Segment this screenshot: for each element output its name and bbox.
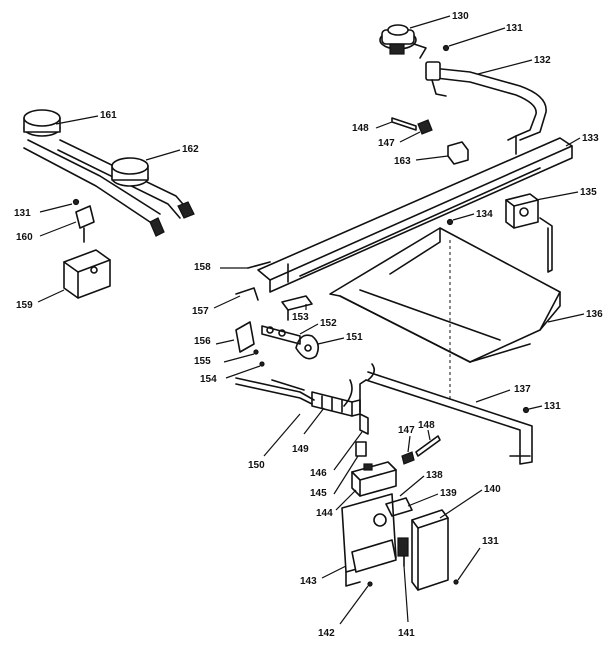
callout-130: 130: [452, 11, 469, 22]
callout-144: 144: [316, 508, 333, 519]
callout-131-a: 131: [506, 23, 523, 34]
part-148-rod-lower: [415, 435, 441, 457]
part-139-clip: [385, 497, 413, 517]
part-132-manifold: [425, 61, 547, 141]
callout-148-a: 148: [418, 420, 435, 431]
part-131-screw-d: [72, 198, 80, 206]
part-162-burner: [111, 157, 149, 187]
callout-135: 135: [580, 187, 597, 198]
part-145-switch: [355, 441, 367, 457]
part-153-bracket: [281, 295, 313, 321]
callout-136: 136: [586, 309, 603, 320]
part-157-bracket: [235, 287, 259, 301]
callout-140: 140: [484, 484, 501, 495]
callout-154: 154: [200, 374, 217, 385]
callout-158: 158: [194, 262, 211, 273]
part-143-mount-plate: [341, 493, 397, 587]
part-154-screw: [259, 361, 265, 367]
callout-146: 146: [310, 468, 327, 479]
callout-131-d: 131: [14, 208, 31, 219]
part-161-burner: [23, 109, 195, 237]
callout-149: 149: [292, 444, 309, 455]
callout-143: 143: [300, 576, 317, 587]
part-146-bracket: [359, 413, 369, 435]
callout-141: 141: [398, 628, 415, 639]
part-156-clip: [235, 321, 255, 353]
callout-163: 163: [394, 156, 411, 167]
part-136-burner-box: [329, 227, 561, 400]
callout-137: 137: [514, 384, 531, 395]
callout-153: 153: [292, 312, 309, 323]
part-147-spring-lower: [401, 451, 415, 465]
part-149-igniter: [311, 379, 361, 417]
callout-139: 139: [440, 488, 457, 499]
part-150-wire: [235, 377, 315, 405]
callout-142: 142: [318, 628, 335, 639]
part-152-electrode: [261, 325, 301, 345]
part-160-valve: [75, 205, 95, 243]
callout-131-c: 131: [482, 536, 499, 547]
part-137-bracket: [359, 363, 533, 465]
part-133-manifold-bar: [257, 135, 573, 293]
callout-131-b: 131: [544, 401, 561, 412]
part-140-cover: [411, 509, 449, 591]
part-131-screw-c: [453, 579, 459, 585]
part-130-regulator: [379, 24, 427, 59]
part-144-spark-module: [351, 461, 397, 497]
callout-132: 132: [534, 55, 551, 66]
part-135-valve: [505, 193, 553, 273]
part-131-screw: [442, 44, 450, 52]
callout-155: 155: [194, 356, 211, 367]
callout-157: 157: [192, 306, 209, 317]
callout-147-b: 147: [378, 138, 395, 149]
part-151-knob: [295, 334, 320, 360]
callout-156: 156: [194, 336, 211, 347]
part-148-rod-upper: [391, 117, 417, 131]
callout-150: 150: [248, 460, 265, 471]
part-142-screw: [367, 581, 373, 587]
callout-148-b: 148: [352, 123, 369, 134]
callout-161: 161: [100, 110, 117, 121]
callout-162: 162: [182, 144, 199, 155]
part-147-spring-upper: [417, 119, 433, 135]
callout-147-a: 147: [398, 425, 415, 436]
callout-159: 159: [16, 300, 33, 311]
part-158-pin: [247, 261, 271, 269]
callout-152: 152: [320, 318, 337, 329]
part-141-connector: [397, 537, 409, 567]
callout-138: 138: [426, 470, 443, 481]
part-159-bracket: [63, 249, 111, 299]
callout-145: 145: [310, 488, 327, 499]
callout-133: 133: [582, 133, 599, 144]
callout-160: 160: [16, 232, 33, 243]
callout-134: 134: [476, 209, 493, 220]
part-131-screw-b: [522, 406, 530, 414]
part-155-screw: [253, 349, 259, 355]
callout-151: 151: [346, 332, 363, 343]
part-134-screw: [446, 218, 454, 226]
part-163-valve-upper: [447, 141, 469, 165]
